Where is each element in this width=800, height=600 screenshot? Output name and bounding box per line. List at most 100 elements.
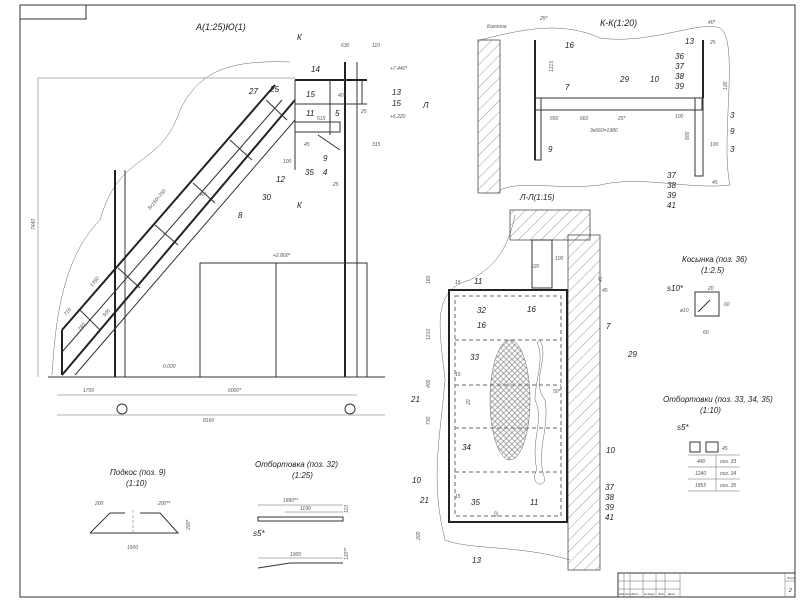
view-a-callouts: 14 25 27 15 11 5 13 15 9 4 35 12 30 8	[238, 65, 401, 220]
drawing-label: 1900	[290, 552, 301, 558]
drawing-label: 740	[77, 322, 87, 332]
drawing-label: 15	[455, 372, 461, 378]
section-k-k: К-К(1:20) Колонна 16 7 29 10 13 36 37 38…	[477, 16, 735, 210]
brace-detail: Подкос (поз. 9) (1:10) 200 200** 200* 15…	[89, 468, 192, 551]
callout: 25	[269, 85, 279, 94]
drawing-label: 0.000	[163, 364, 176, 370]
callout: 3	[730, 145, 735, 154]
flanges-title: Отбортовки (поз. 33, 34, 35)	[663, 395, 773, 404]
drawing-label: 1700	[83, 388, 94, 394]
drawing-label: 630	[531, 264, 540, 270]
callout: 37	[675, 62, 684, 71]
callout: 37	[605, 483, 614, 492]
stair-handrail	[61, 84, 276, 331]
sheet-label: Лист	[786, 576, 795, 580]
callout: 33	[470, 353, 479, 362]
drawing-label: Подп.	[658, 593, 665, 596]
callout: 4	[323, 168, 328, 177]
drawing-label: (1:25)	[292, 471, 313, 480]
column-label: Колонна	[487, 24, 507, 30]
view-a-title: А(1:25)Ю(1)	[195, 22, 246, 32]
callout: 16	[477, 321, 486, 330]
drawing-label: 160	[426, 275, 432, 284]
drawing-label: 110	[344, 505, 350, 513]
drawing-label: 45	[304, 142, 310, 148]
callout: 34	[462, 443, 471, 452]
section-mark-k: К	[297, 201, 303, 210]
title-block: Изм. Кол.уч Лист № докум. Подп. Дата Лис…	[617, 572, 796, 598]
flanges-detail: Отбортовки (поз. 33, 34, 35) (1:10) s5* …	[663, 395, 773, 492]
drawing-label: 1190	[300, 506, 311, 512]
drawing-label: 100	[723, 81, 729, 90]
axis-marker	[344, 403, 356, 415]
drawing-label: Дата	[667, 593, 675, 596]
drawing-label: 1500	[127, 545, 138, 551]
flange32-detail: Отбортовка (поз. 32) (1:25) 1890** 1190 …	[253, 460, 350, 569]
drawing-label: 650	[550, 116, 559, 122]
section-kk-title: К-К(1:20)	[600, 18, 637, 28]
drawing-label: 110	[372, 43, 380, 49]
drawing-label: 200*	[186, 519, 192, 531]
grating-mesh	[489, 339, 531, 461]
drawing-label: № докум.	[644, 593, 655, 596]
callout: 29	[619, 75, 629, 84]
section-mark-l: Л	[422, 101, 429, 110]
callout: 21	[410, 395, 420, 404]
drawing-label: Изм.	[619, 593, 625, 596]
callout: 30	[262, 193, 271, 202]
drawing-label: 50*	[553, 389, 562, 395]
callout: 10	[606, 446, 615, 455]
view-a: А(1:25)Ю(1)	[31, 22, 429, 424]
drawing-label: 25	[332, 182, 339, 188]
drawing-label: 315	[372, 142, 381, 148]
wall-hatch	[567, 234, 601, 571]
drawing-label: Кол.уч	[625, 593, 633, 596]
callout: 12	[276, 175, 285, 184]
drawing-label: 15	[455, 494, 461, 500]
drawing-label: s5*	[677, 423, 689, 432]
gusset-plate	[694, 291, 720, 317]
drawing-label: 45	[598, 276, 604, 282]
drawing-label: (1:2.5)	[701, 266, 724, 275]
view-a-dimensions: 630 110 +7.440* +6.220 100 25 515 40° 45…	[31, 43, 408, 424]
callout: 9	[730, 127, 735, 136]
callout: 9	[548, 145, 553, 154]
callout: 11	[306, 109, 314, 118]
drawing-label: 20	[466, 399, 472, 406]
callout: 21	[419, 496, 429, 505]
stair-stringer-lower	[61, 99, 296, 376]
drawing-label: 3х660=1980	[590, 128, 618, 134]
drawing-label: +2.800*	[273, 253, 291, 259]
drawing-label: 25	[360, 109, 367, 115]
drawing-label: 15	[455, 280, 461, 286]
drawing-label: поз. 34	[720, 471, 736, 477]
stair-rungs	[79, 99, 288, 331]
callout: 38	[605, 493, 614, 502]
ll-dimensions: 630 100 160 15 45 1210 15 400 730 20 50*…	[416, 256, 608, 541]
callout: 10	[412, 476, 421, 485]
callout: 16	[527, 305, 536, 314]
drawing-label: 1890**	[283, 498, 299, 504]
drawing-label: s5*	[253, 529, 265, 538]
callout: 35	[305, 168, 314, 177]
drawing-label: 25*	[539, 16, 549, 22]
drawing-label: 45	[602, 288, 608, 294]
callout: 38	[667, 181, 676, 190]
platform-beam	[294, 121, 341, 133]
callout: 32	[477, 306, 486, 315]
drawing-label: 8160	[203, 418, 214, 424]
drawing-label: 100	[283, 159, 292, 165]
equipment-block	[199, 262, 368, 378]
drawing-label: 45	[712, 180, 718, 186]
drawing-label: 1240	[695, 471, 706, 477]
drawing-label: +6.220	[390, 114, 406, 120]
section-ll-title: Л-Л(1:15)	[519, 193, 555, 202]
drawing-label: 40*	[708, 20, 717, 26]
callout: 41	[605, 513, 614, 522]
beam	[534, 97, 703, 111]
section-l-l: 11 32 16 16 7 33 29 21 34 10 10 21 35 11…	[410, 209, 637, 571]
drawing-label: 200	[416, 531, 422, 541]
section-mark-k: К	[297, 33, 303, 42]
callout: 13	[685, 37, 694, 46]
